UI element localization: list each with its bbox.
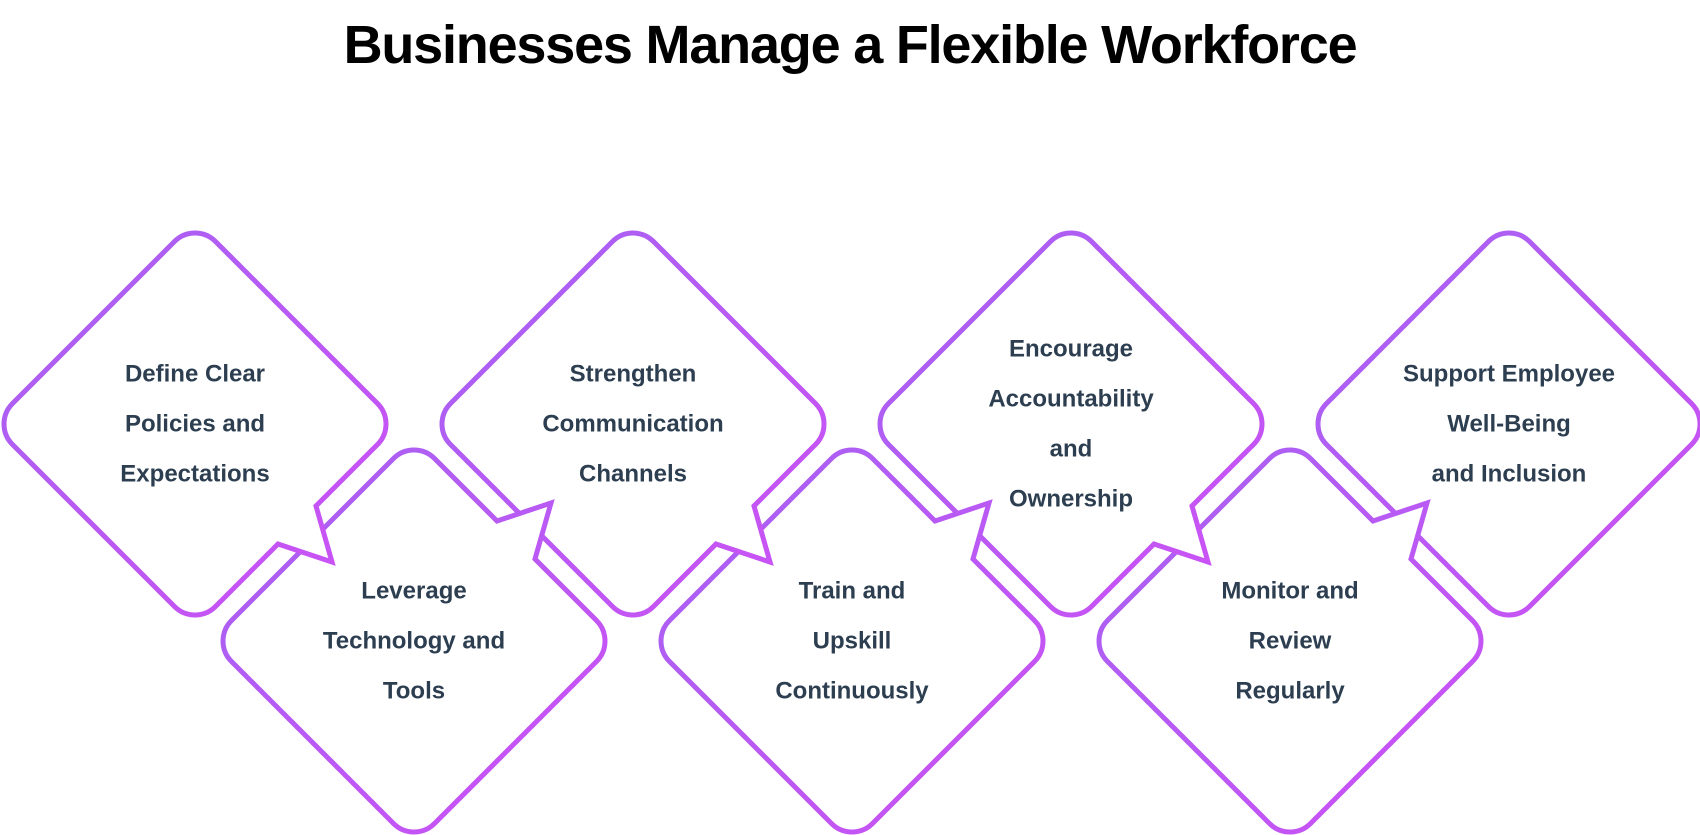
- step-label-line: Ownership: [1009, 486, 1133, 513]
- diagram-title: Businesses Manage a Flexible Workforce: [344, 15, 1357, 75]
- step-label-line: Continuously: [775, 678, 929, 705]
- step-label-line: Define Clear: [125, 361, 265, 388]
- step-label-line: Communication: [542, 411, 723, 438]
- step-label-line: Channels: [579, 461, 687, 488]
- step-label-line: Accountability: [988, 386, 1154, 413]
- step-label-line: Train and: [799, 578, 906, 605]
- step-label-line: Tools: [383, 678, 445, 705]
- step-label-line: and: [1050, 436, 1093, 463]
- step-label-line: Upskill: [813, 628, 892, 655]
- step-label-line: Review: [1249, 628, 1332, 655]
- step-label-line: Technology and: [323, 628, 505, 655]
- step-label-line: Policies and: [125, 411, 265, 438]
- step-label-line: Regularly: [1235, 678, 1345, 705]
- step-label-line: Leverage: [361, 578, 466, 605]
- step-label-line: Monitor and: [1221, 578, 1358, 605]
- step-label-line: Support Employee: [1403, 361, 1615, 388]
- speech-diamond-shape: [1, 230, 389, 618]
- step-label-line: Expectations: [120, 461, 269, 488]
- step-label-line: Encourage: [1009, 336, 1133, 363]
- step-label-line: Well-Being: [1447, 411, 1571, 438]
- step-label-line: and Inclusion: [1432, 461, 1587, 488]
- step-label-line: Strengthen: [570, 361, 697, 388]
